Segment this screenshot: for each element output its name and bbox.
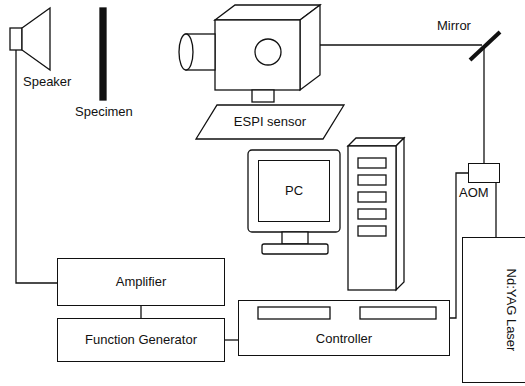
speaker-cone [22,8,50,70]
node-label: AOM [459,186,489,201]
controller-slot [360,307,436,319]
signal-wire [495,183,496,237]
part-name: Specimen [74,104,134,119]
tower-front [348,146,396,290]
drive-bay [358,175,386,185]
drive-bay [358,209,386,219]
laser-beam [320,44,482,45]
part-name: Speaker [22,74,72,89]
camera-dial [255,39,281,65]
controller-slot [258,307,330,319]
camera-lens-face [179,34,193,70]
aom-box: AOM [468,163,500,183]
tower-top [348,138,404,146]
speaker-magnet [10,28,22,50]
tower-side [396,138,404,290]
monitor-bezel [248,150,340,232]
drive-bay [358,226,386,236]
node-label: ESPI sensor [234,115,306,130]
camera-side [300,5,320,90]
drive-bay [358,158,386,168]
signal-wire [140,306,141,318]
node-label: Amplifier [116,275,167,290]
node-label: Nd:YAG Laser [503,269,518,352]
mirror [470,32,500,60]
node-label: Function Generator [85,333,197,348]
signal-wire [225,339,238,340]
process-box: Controller [238,300,450,356]
laser-beam [483,48,484,163]
sensor-platform: ESPI sensor [195,104,345,140]
camera-front [215,20,300,90]
drive-bay [358,192,386,202]
monitor-base [262,244,328,254]
specimen-plate [100,8,106,100]
monitor-screen: PC [258,160,330,222]
part-name: Mirror [436,18,472,33]
node-label: Controller [316,331,372,346]
process-box: Amplifier [57,258,225,306]
node-label: PC [285,184,303,199]
camera-mount [252,90,274,102]
monitor-stand [282,232,308,244]
laser-box: Nd:YAG Laser [462,237,525,383]
process-box: Function Generator [57,318,225,362]
